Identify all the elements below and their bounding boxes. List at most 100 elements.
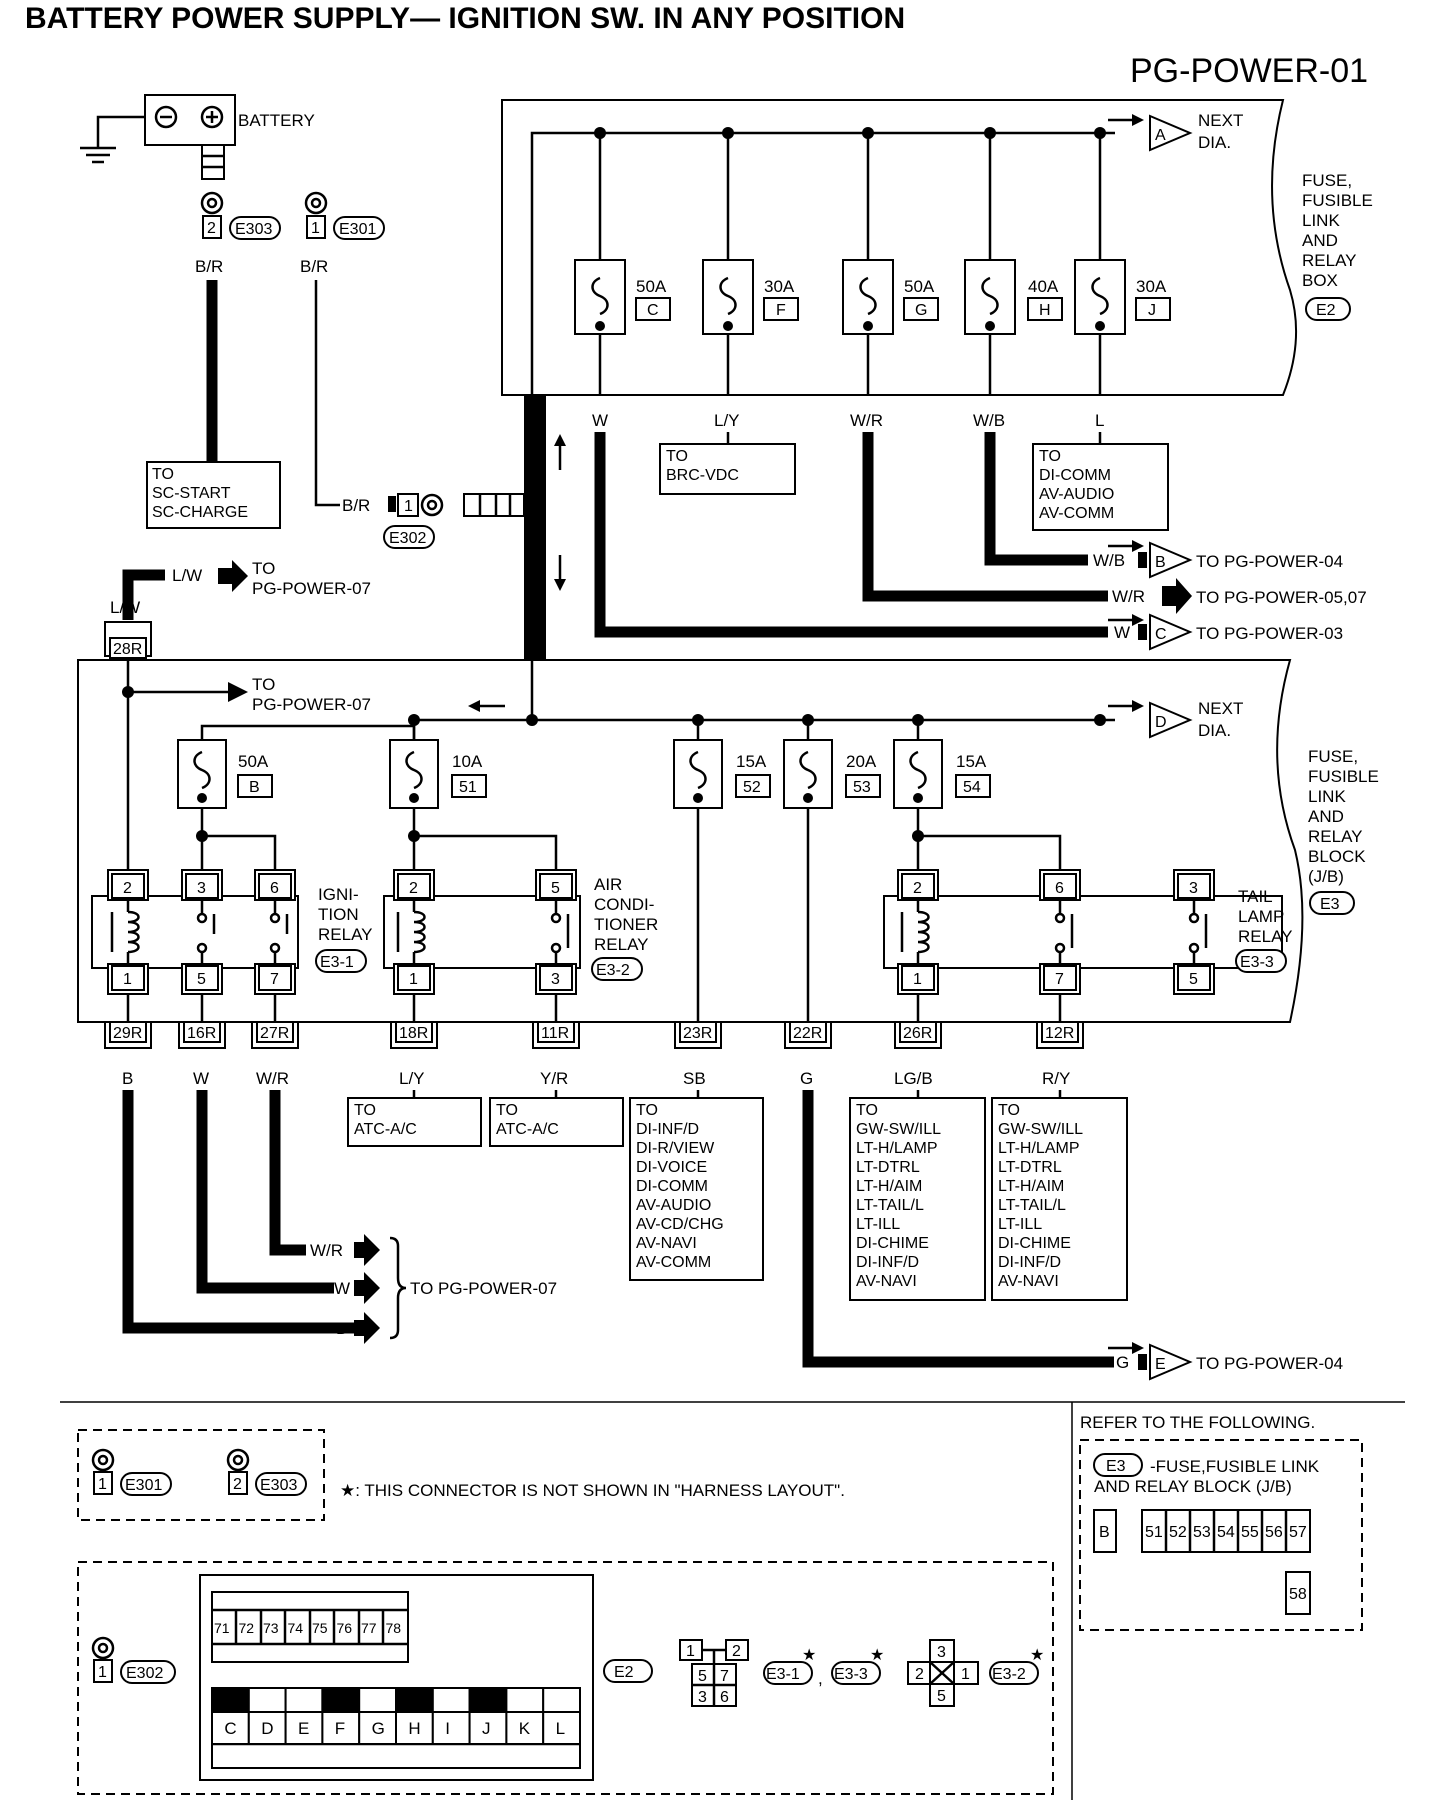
e3-label-5: BLOCK (1308, 847, 1366, 866)
lw-p07-0: TO (252, 559, 275, 578)
fl-j-amp: 30A (1136, 277, 1167, 296)
wire-wb (984, 432, 1088, 566)
fuse-51-amp: 10A (452, 752, 483, 771)
e302-tag (383, 525, 435, 549)
busbar-connector (463, 493, 530, 517)
e2-face-top-cell: 77 (361, 1620, 377, 1636)
e3-tag-label: E3 (1320, 896, 1340, 913)
legend-e3-c57: 57 (1289, 1524, 1307, 1541)
legend-ring-box (77, 1429, 325, 1521)
wire-jb-w (196, 1090, 334, 1294)
e2-face-top-slot (358, 1687, 398, 1713)
dest-lgb-6: LT-ILL (856, 1216, 900, 1233)
e3-tag (1309, 891, 1355, 915)
wire-g (802, 1090, 1114, 1368)
wire-w-label: W (1114, 623, 1130, 642)
tail-pin-t0: 2 (913, 880, 922, 897)
e2-face-top-cell: 71 (214, 1620, 230, 1636)
e32-right: 1 (961, 1666, 970, 1683)
fl-wire-ly: L/Y (714, 411, 740, 430)
fuse-52-amp: 15A (736, 752, 767, 771)
e2-face-bottom-cell: C (224, 1719, 236, 1738)
fuse-53-id: 53 (853, 779, 871, 796)
e2-face-bottom-slot (505, 1711, 545, 1745)
dest-di-comm-2: AV-AUDIO (1039, 486, 1114, 503)
term-23r: 23R (683, 1025, 712, 1042)
fl-c-id: C (647, 302, 659, 319)
jb-w-label: W (334, 1279, 350, 1298)
wire-lw-label: L/W (172, 566, 202, 585)
dest-ry-6: LT-ILL (998, 1216, 1042, 1233)
e2-face-bottom-cell: J (482, 1719, 491, 1738)
next-d-1: DIA. (1198, 721, 1231, 740)
ac-pin-b0: 1 (409, 971, 418, 988)
link-b-text: TO PG-POWER-04 (1196, 552, 1343, 571)
term-22r: 22R (793, 1025, 822, 1042)
wire-br-e303: B/R (195, 257, 223, 276)
term-28r-pin: 28R (113, 641, 142, 658)
dest-lgb-0: TO (856, 1102, 878, 1119)
ign-conn: E3-1 (320, 954, 354, 971)
term-11r: 11R (541, 1025, 569, 1042)
fuse-b (177, 720, 416, 836)
diagram-code: PG-POWER-01 (1130, 52, 1368, 90)
ac-label-1: CONDI- (594, 895, 654, 914)
e2-face-bottom-slot (321, 1711, 361, 1745)
dest-lgb-3: LT-DTRL (856, 1159, 920, 1176)
e2-face-top-slot (468, 1687, 508, 1713)
e2-label-5: BOX (1302, 271, 1338, 290)
e2-face-top-slot (542, 1687, 582, 1713)
e2-face-top-cell: 74 (288, 1620, 304, 1636)
dest-sb-7: AV-NAVI (636, 1235, 697, 1252)
e2-label-1: FUSIBLE (1302, 191, 1373, 210)
dest-atc2-box (489, 1097, 624, 1147)
dest-ry-2: LT-H/LAMP (998, 1140, 1080, 1157)
fusible-link-f (702, 133, 754, 395)
jb-wire-ly: L/Y (399, 1069, 425, 1088)
dest-sb-1: DI-INF/D (636, 1121, 699, 1138)
dest-lgb-8: DI-INF/D (856, 1254, 919, 1271)
e31-top-0: 1 (686, 1643, 695, 1660)
dest-di-comm-0: TO (1039, 448, 1061, 465)
legend-e3-desc-1: AND RELAY BLOCK (J/B) (1094, 1477, 1292, 1496)
e3-2-connector-face (907, 1639, 979, 1707)
dest-sb-box (629, 1097, 764, 1281)
e31-bot-1: 6 (720, 1689, 729, 1706)
e2-bus (530, 131, 1115, 395)
tail-label-0: TAIL (1238, 887, 1273, 906)
e301-label: E301 (339, 221, 376, 238)
tail-label-1: LAMP (1238, 907, 1284, 926)
fl-c-amp: 50A (636, 277, 667, 296)
fl-f-amp: 30A (764, 277, 795, 296)
fuse-52-id: 52 (743, 779, 761, 796)
ac-label-2: TIONER (594, 915, 658, 934)
term-27r: 27R (260, 1025, 289, 1042)
e2-face-top-slot (211, 1687, 250, 1713)
e2-label-2: LINK (1302, 211, 1340, 230)
dest-lgb-4: LT-H/AIM (856, 1178, 922, 1195)
jb-p07-1: PG-POWER-07 (252, 695, 371, 714)
link-a-letter: A (1155, 127, 1166, 144)
e31-top-1: 2 (732, 1643, 741, 1660)
link-a-flag (1149, 114, 1193, 152)
wire-jb-b (122, 1090, 362, 1334)
jb-p07-0: TO (252, 675, 275, 694)
e32-bottom: 5 (937, 1688, 946, 1705)
legend-e3-c51: 51 (1145, 1524, 1163, 1541)
link-b-flag (1149, 541, 1193, 579)
next-a-1: DIA. (1198, 133, 1231, 152)
dest-sc-box (146, 461, 281, 529)
dest-sb-4: DI-COMM (636, 1178, 708, 1195)
legend-e3-cells (1141, 1509, 1311, 1553)
wire-br-to-e302 (314, 280, 340, 507)
e2-face-top-cell: 72 (239, 1620, 255, 1636)
ignition-relay (91, 869, 299, 995)
term-18r: 18R (399, 1025, 428, 1042)
e3-label-1: FUSIBLE (1308, 767, 1379, 786)
term-28r (109, 637, 147, 659)
e302-pin: 1 (404, 498, 413, 515)
e3-label-6: (J/B) (1308, 867, 1344, 886)
jb-wire-g: G (800, 1069, 813, 1088)
e301-tag (333, 216, 385, 240)
